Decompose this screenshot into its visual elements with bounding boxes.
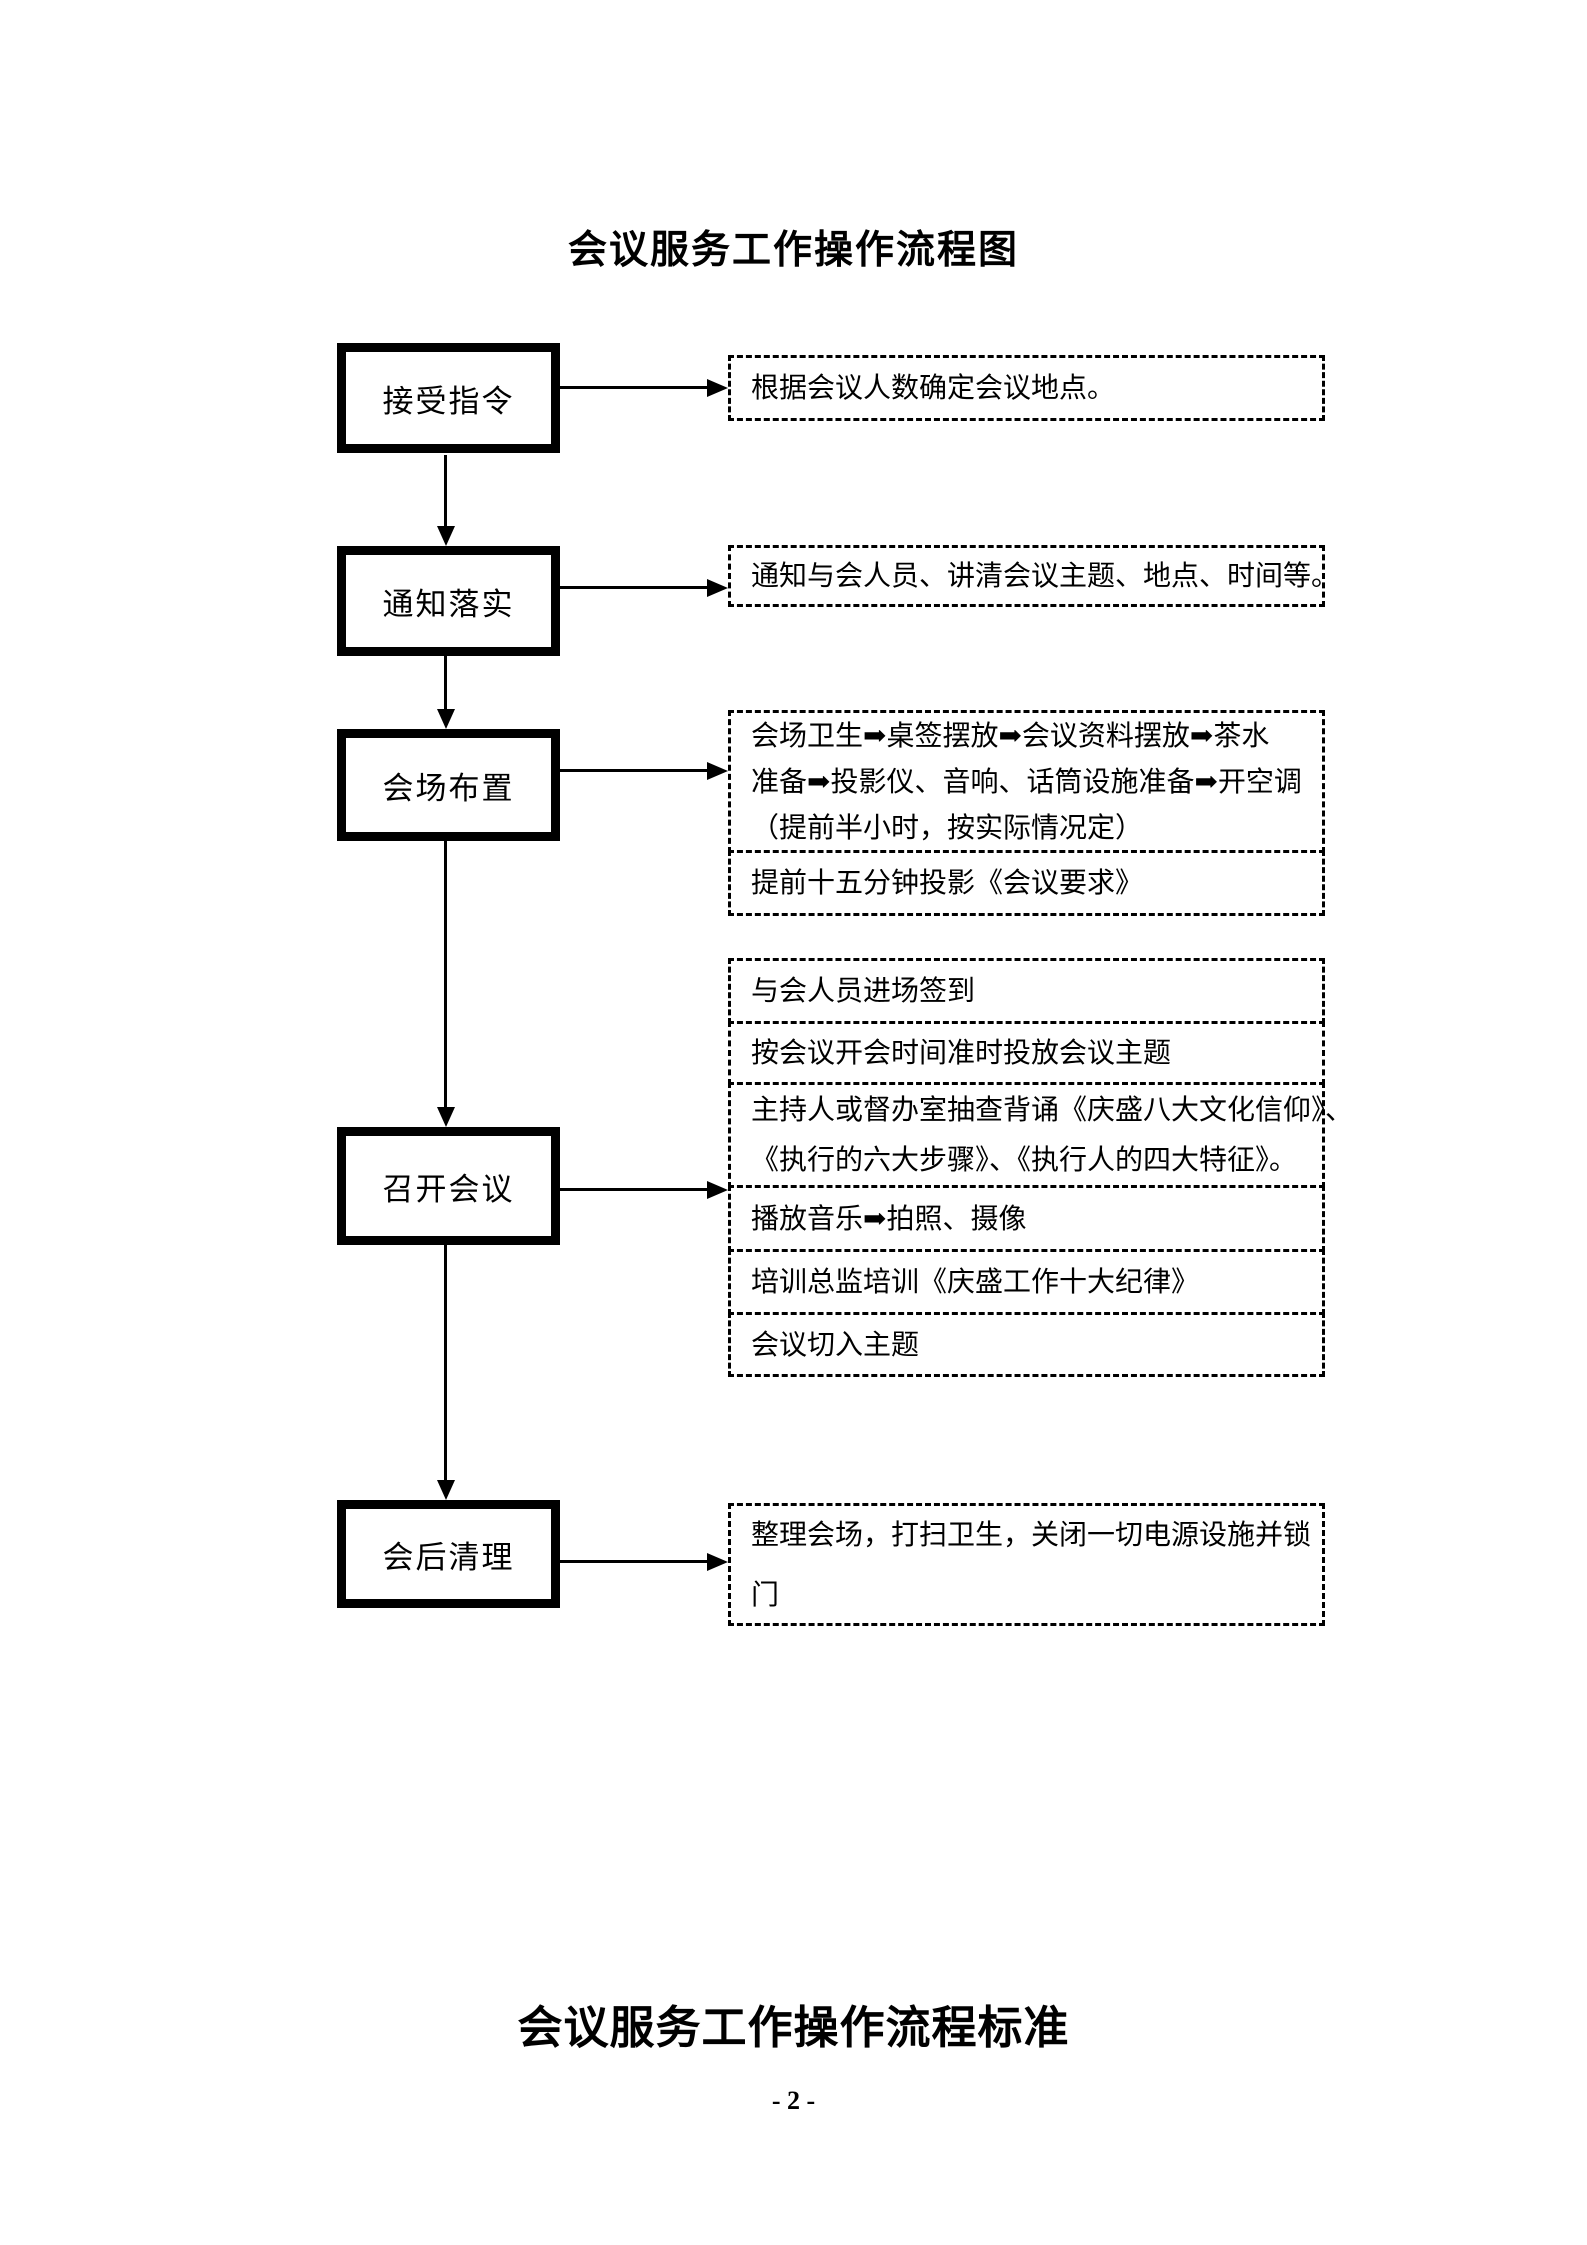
step-label: 会后清理 — [382, 1539, 515, 1576]
note-cleanup: 整理会场，打扫卫生，关闭一切电源设施并锁 门 — [728, 1503, 1325, 1626]
arrow-down-icon — [444, 1245, 447, 1480]
section-title: 会议服务工作操作流程标准 — [517, 2001, 1070, 2054]
note-discipline-training: 培训总监培训《庆盛工作十大纪律》 — [728, 1249, 1325, 1315]
step-box-post-cleanup: 会后清理 — [337, 1500, 560, 1608]
note-venue-setup-main: 会场卫生➡桌签摆放➡会议资料摆放➡茶水 准备➡投影仪、音响、话筒设施准备➡开空调… — [728, 710, 1325, 853]
step-label: 召开会议 — [382, 1171, 515, 1208]
note-line: （提前半小时，按实际情况定） — [751, 810, 1144, 844]
note-line: 门 — [751, 1577, 780, 1611]
step-label: 接受指令 — [382, 383, 515, 420]
arrow-down-icon — [444, 455, 447, 526]
note-meeting-topic-start: 会议切入主题 — [728, 1312, 1325, 1377]
note-line: 按会议开会时间准时投放会议主题 — [751, 1036, 1172, 1069]
step-label: 会场布置 — [382, 770, 515, 807]
note-line: 通知与会人员、讲清会议主题、地点、时间等。 — [751, 559, 1340, 592]
step-box-receive-order: 接受指令 — [337, 343, 560, 453]
flowchart-title: 会议服务工作操作流程图 — [567, 228, 1019, 273]
step-box-hold-meeting: 召开会议 — [337, 1127, 560, 1245]
note-venue-setup-projection: 提前十五分钟投影《会议要求》 — [728, 850, 1325, 916]
arrow-right-icon — [557, 769, 707, 772]
step-box-notify-implement: 通知落实 — [337, 546, 560, 656]
arrow-right-icon — [557, 386, 707, 389]
arrow-down-icon — [444, 656, 447, 709]
step-label: 通知落实 — [382, 586, 515, 623]
note-sign-in: 与会人员进场签到 — [728, 958, 1325, 1024]
arrow-right-icon — [557, 1560, 707, 1563]
note-topic-display: 按会议开会时间准时投放会议主题 — [728, 1021, 1325, 1085]
note-line: 培训总监培训《庆盛工作十大纪律》 — [751, 1265, 1200, 1298]
note-line: 准备➡投影仪、音响、话筒设施准备➡开空调 — [751, 764, 1302, 798]
note-line: 整理会场，打扫卫生，关闭一切电源设施并锁 — [751, 1517, 1312, 1551]
note-music-photo: 播放音乐➡拍照、摄像 — [728, 1185, 1325, 1252]
note-line: 《执行的六大步骤》、《执行人的四大特征》。 — [751, 1143, 1298, 1176]
note-line: 提前十五分钟投影《会议要求》 — [751, 866, 1144, 899]
note-line: 会议切入主题 — [751, 1327, 920, 1361]
note-line: 会场卫生➡桌签摆放➡会议资料摆放➡茶水 — [751, 718, 1270, 752]
note-line: 根据会议人数确定会议地点。 — [751, 371, 1116, 404]
arrow-down-icon — [444, 841, 447, 1107]
arrow-right-icon — [557, 586, 707, 589]
note-receive-order: 根据会议人数确定会议地点。 — [728, 355, 1325, 421]
arrow-right-icon — [557, 1188, 707, 1191]
note-recite-check: 主持人或督办室抽查背诵《庆盛八大文化信仰》、 《执行的六大步骤》、《执行人的四大… — [728, 1082, 1354, 1188]
note-line: 与会人员进场签到 — [751, 974, 976, 1007]
note-line: 播放音乐➡拍照、摄像 — [751, 1201, 1027, 1235]
page-number: - 2 - — [771, 2086, 816, 2115]
step-box-venue-setup: 会场布置 — [337, 729, 560, 841]
note-line: 主持人或督办室抽查背诵《庆盛八大文化信仰》、 — [751, 1093, 1354, 1126]
note-notify-implement: 通知与会人员、讲清会议主题、地点、时间等。 — [728, 545, 1340, 607]
